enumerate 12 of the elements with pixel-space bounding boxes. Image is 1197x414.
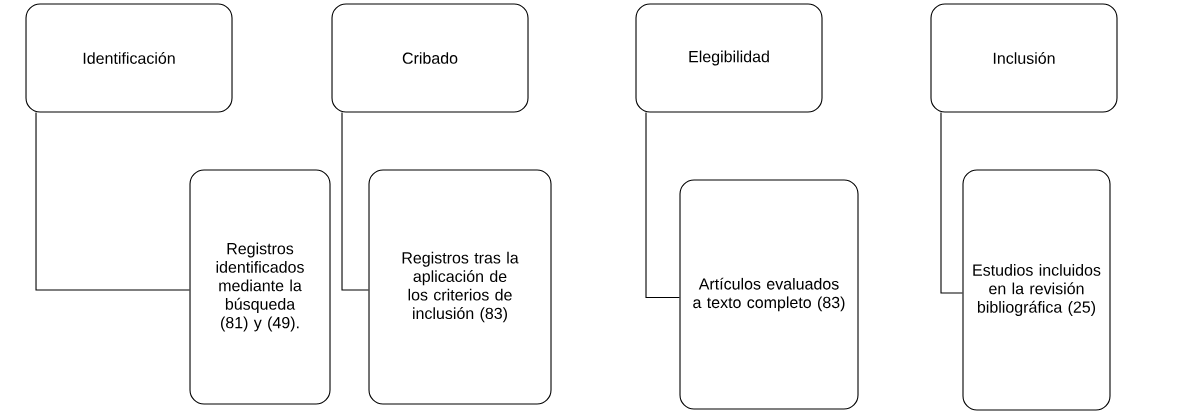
stage-box: Cribado bbox=[331, 3, 529, 113]
step-box: Estudios incluidos en la revisión bibliográfica (25) bbox=[962, 169, 1111, 411]
stage-box: Identificación bbox=[25, 3, 233, 113]
connector-line bbox=[341, 112, 369, 291]
step-box: Artículos evaluados a texto completo (83) bbox=[679, 179, 859, 410]
connector-line bbox=[645, 112, 680, 299]
stage-box: Inclusión bbox=[930, 3, 1118, 113]
connector-line bbox=[35, 112, 190, 291]
step-box: Registros tras la aplicación de los criterios de inclusión (83) bbox=[368, 169, 552, 405]
step-box: Registros identificados mediante la búsqueda (81) y (49). bbox=[189, 169, 331, 405]
stage-box: Elegibilidad bbox=[635, 3, 823, 113]
connector-line bbox=[940, 112, 963, 294]
